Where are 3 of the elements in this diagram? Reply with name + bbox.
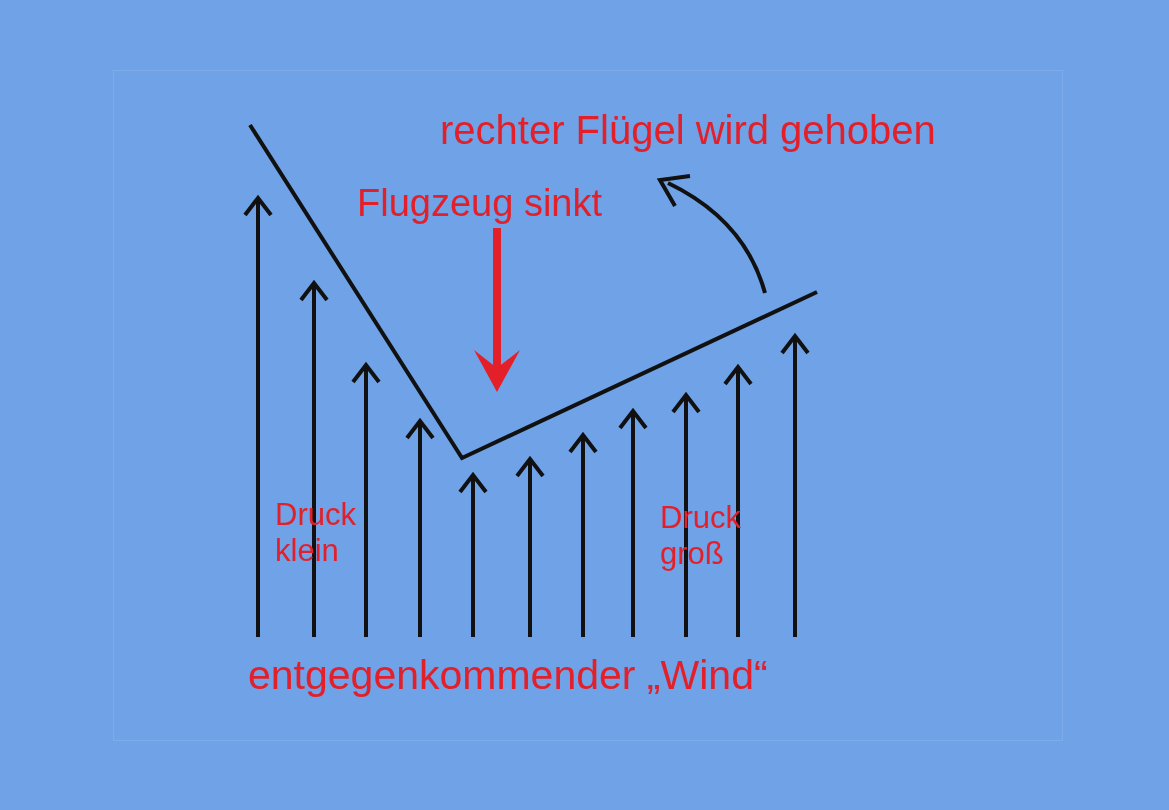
caption-text: rechter Flügel wird gehoben	[440, 107, 936, 153]
caption-text: entgegenkommender „Wind“	[248, 652, 768, 700]
caption-text: Flugzeug sinkt	[357, 182, 602, 226]
